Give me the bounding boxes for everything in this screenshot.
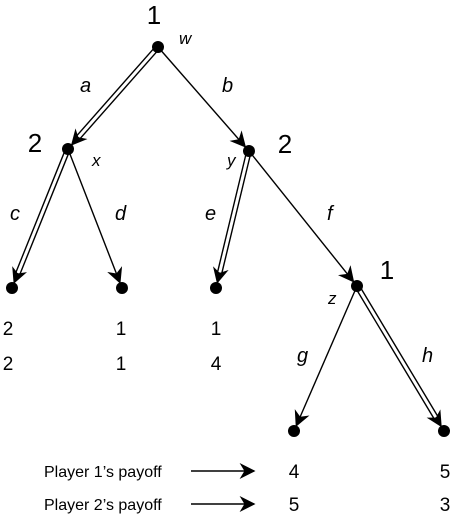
edge-e <box>212 150 252 284</box>
player-label-y: 2 <box>278 129 292 159</box>
edge-c-arrowhead <box>12 266 28 284</box>
payoff-p2-t4: 5 <box>289 495 300 516</box>
player-label-x: 2 <box>28 128 42 158</box>
edge-label-d: d <box>115 203 127 225</box>
legend-player1-label: Player 1’s payoff <box>44 464 162 481</box>
edge-g-line <box>294 285 358 427</box>
node-y <box>243 145 255 157</box>
node-t2 <box>116 282 128 294</box>
payoff-p2-t1: 2 <box>3 354 14 375</box>
edge-c-rail <box>14 147 67 274</box>
edge-b <box>157 46 247 148</box>
edge-c <box>12 147 71 284</box>
node-label-x: x <box>91 151 101 170</box>
edge-a-rail <box>75 45 157 137</box>
payoff-p2-t5: 3 <box>440 495 451 516</box>
node-t3 <box>210 282 222 294</box>
edge-label-c: c <box>10 203 20 225</box>
node-label-z: z <box>327 289 337 308</box>
edge-a <box>70 45 161 146</box>
node-t1 <box>6 282 18 294</box>
edge-label-a: a <box>80 75 91 97</box>
edge-e-rail <box>220 151 252 275</box>
edge-f-line <box>248 150 355 283</box>
tree-edges <box>12 45 442 428</box>
node-t5 <box>438 425 450 437</box>
edge-label-h: h <box>422 345 433 367</box>
edge-e-arrowhead <box>212 266 229 284</box>
edge-c-rail <box>18 149 71 276</box>
edge-g <box>294 285 358 427</box>
payoff-p1-t3: 1 <box>211 319 222 340</box>
payoff-p2-t2: 1 <box>116 354 127 375</box>
edge-h-rail <box>354 286 435 420</box>
edge-d-line <box>67 148 123 284</box>
edge-label-e: e <box>205 203 216 225</box>
payoff-p1-t4: 4 <box>289 462 300 483</box>
edge-f <box>248 150 355 283</box>
edge-h-arrowhead <box>426 409 442 428</box>
payoff-p1-t5: 5 <box>440 462 451 483</box>
edge-label-b: b <box>222 75 233 97</box>
edge-a-arrowhead <box>70 128 88 146</box>
tree-nodes <box>6 41 450 437</box>
node-x <box>62 143 74 155</box>
payoff-p2-t3: 4 <box>211 354 222 375</box>
node-t4 <box>288 425 300 437</box>
player-label-w: 1 <box>147 0 161 30</box>
edge-h <box>354 284 442 428</box>
legend-player2-label: Player 2’s payoff <box>44 497 162 514</box>
edge-label-f: f <box>327 203 335 225</box>
edge-h-rail <box>358 284 439 418</box>
player-label-z: 1 <box>380 255 394 285</box>
edge-a-rail <box>79 47 161 140</box>
node-label-y: y <box>226 151 237 170</box>
payoff-p1-t1: 2 <box>3 319 14 340</box>
edge-e-rail <box>216 150 248 274</box>
payoff-p1-t2: 1 <box>116 319 127 340</box>
node-w <box>152 41 164 53</box>
edge-label-g: g <box>297 345 308 367</box>
node-z <box>351 280 363 292</box>
node-label-w: w <box>179 29 193 48</box>
edge-d <box>67 148 123 284</box>
edge-b-line <box>157 46 247 148</box>
